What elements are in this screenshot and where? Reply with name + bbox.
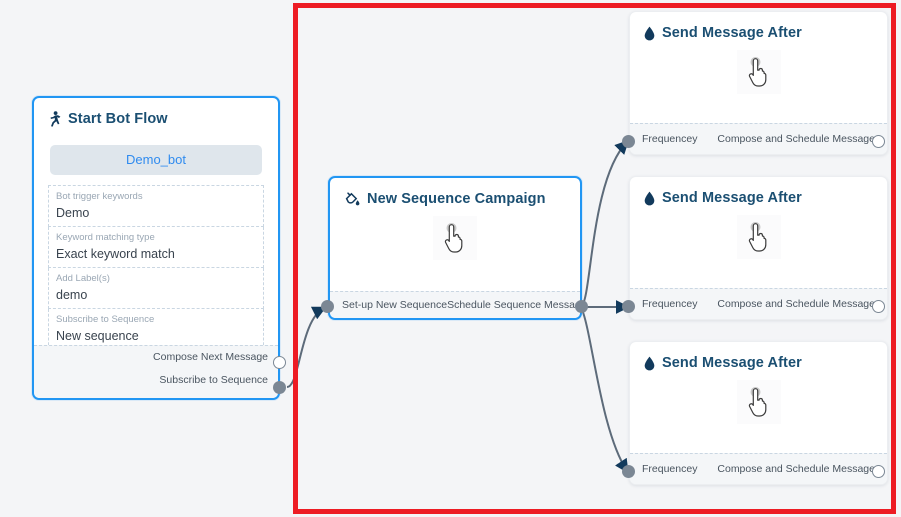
field-add-labels[interactable]: Add Label(s) demo: [48, 268, 264, 309]
node-title-start-bot-flow: Start Bot Flow: [34, 98, 278, 127]
port-row-subscribe-to-sequence[interactable]: Subscribe to Sequence: [34, 369, 278, 392]
port-label-compose-and-schedule-message: Compose and Schedule Message: [717, 462, 875, 475]
running-person-icon: [48, 111, 61, 127]
campaign-node-ports: Set-up New Sequence Schedule Sequence Me…: [330, 291, 587, 318]
node-send-message-after-2[interactable]: Send Message After Frequencey Compose an…: [629, 176, 888, 320]
node-title-text: Send Message After: [662, 355, 802, 371]
port-label-setup-new-sequence: Set-up New Sequence: [342, 298, 448, 311]
pointing-hand-cursor-icon: [433, 216, 477, 260]
port-knob-compose-next-message[interactable]: [273, 356, 286, 369]
node-title-text: Start Bot Flow: [68, 111, 168, 127]
node-title-send-message-after: Send Message After: [630, 177, 887, 206]
pointing-hand-cursor-icon: [736, 50, 781, 94]
port-label-schedule-sequence-message: Schedule Sequence Message: [447, 298, 587, 311]
start-node-ports: Compose Next Message Subscribe to Sequen…: [34, 345, 278, 398]
card-body: [630, 371, 887, 433]
port-knob-frequencey-2[interactable]: [622, 300, 635, 313]
node-title-text: Send Message After: [662, 25, 802, 41]
field-label: Keyword matching type: [56, 232, 155, 243]
campaign-port-row[interactable]: Set-up New Sequence Schedule Sequence Me…: [330, 292, 587, 318]
port-label-compose-and-schedule-message: Compose and Schedule Message: [717, 297, 875, 310]
card-body: [630, 41, 887, 103]
pointing-hand-cursor-icon: [736, 215, 781, 259]
field-label: Subscribe to Sequence: [56, 314, 155, 325]
field-bot-trigger-keywords[interactable]: Bot trigger keywords Demo: [48, 185, 264, 227]
water-droplet-icon: [644, 191, 655, 206]
card-ports: Frequencey Compose and Schedule Message: [630, 288, 887, 319]
field-label: Add Label(s): [56, 273, 110, 284]
port-label-compose-and-schedule-message: Compose and Schedule Message: [717, 132, 875, 145]
edge-campaign-to-card-1: [580, 139, 629, 308]
node-title-text: New Sequence Campaign: [367, 191, 546, 207]
port-label: Subscribe to Sequence: [159, 374, 268, 387]
port-label-frequencey: Frequencey: [642, 132, 698, 145]
node-title-send-message-after: Send Message After: [630, 342, 887, 371]
port-knob-compose-and-schedule-message-1[interactable]: [872, 135, 885, 148]
field-value: Exact keyword match: [56, 247, 175, 261]
card-body: [630, 206, 887, 268]
paint-pour-icon: [344, 191, 360, 207]
node-title-send-message-after: Send Message After: [630, 12, 887, 41]
field-label: Bot trigger keywords: [56, 191, 143, 202]
port-knob-setup-new-sequence[interactable]: [321, 300, 334, 313]
port-knob-compose-and-schedule-message-2[interactable]: [872, 300, 885, 313]
card-ports: Frequencey Compose and Schedule Message: [630, 123, 887, 154]
port-label-frequencey: Frequencey: [642, 462, 698, 475]
port-row-compose-next-message[interactable]: Compose Next Message: [34, 346, 278, 369]
port-knob-frequencey-1[interactable]: [622, 135, 635, 148]
port-knob-subscribe-to-sequence[interactable]: [273, 381, 286, 394]
field-keyword-matching-type[interactable]: Keyword matching type Exact keyword matc…: [48, 227, 264, 268]
card-port-row[interactable]: Frequencey Compose and Schedule Message: [630, 454, 887, 484]
card-ports: Frequencey Compose and Schedule Message: [630, 453, 887, 484]
node-start-bot-flow[interactable]: Start Bot Flow Demo_bot Bot trigger keyw…: [32, 96, 280, 400]
field-value: demo: [56, 288, 88, 302]
port-label: Compose Next Message: [153, 351, 268, 364]
node-title-new-sequence-campaign: New Sequence Campaign: [330, 178, 580, 207]
field-subscribe-to-sequence[interactable]: Subscribe to Sequence New sequence: [48, 309, 264, 350]
campaign-node-body: [330, 207, 580, 269]
start-node-body: Demo_bot Bot trigger keywords Demo Keywo…: [34, 127, 278, 350]
bot-name-pill[interactable]: Demo_bot: [50, 145, 262, 175]
water-droplet-icon: [644, 26, 655, 41]
port-knob-frequencey-3[interactable]: [622, 465, 635, 478]
port-knob-schedule-sequence-message[interactable]: [575, 300, 588, 313]
port-knob-compose-and-schedule-message-3[interactable]: [872, 465, 885, 478]
field-value: Demo: [56, 206, 90, 220]
field-value: New sequence: [56, 329, 139, 343]
edge-start-to-campaign: [286, 306, 327, 388]
card-port-row[interactable]: Frequencey Compose and Schedule Message: [630, 124, 887, 154]
port-label-frequencey: Frequencey: [642, 297, 698, 310]
water-droplet-icon: [644, 356, 655, 371]
node-send-message-after-1[interactable]: Send Message After Frequencey Compose an…: [629, 11, 888, 155]
card-port-row[interactable]: Frequencey Compose and Schedule Message: [630, 289, 887, 319]
node-title-text: Send Message After: [662, 190, 802, 206]
pointing-hand-cursor-icon: [736, 380, 781, 424]
node-send-message-after-3[interactable]: Send Message After Frequencey Compose an…: [629, 341, 888, 485]
node-new-sequence-campaign[interactable]: New Sequence Campaign Set-up New Sequenc…: [328, 176, 587, 320]
edge-campaign-to-card-3: [580, 306, 629, 474]
